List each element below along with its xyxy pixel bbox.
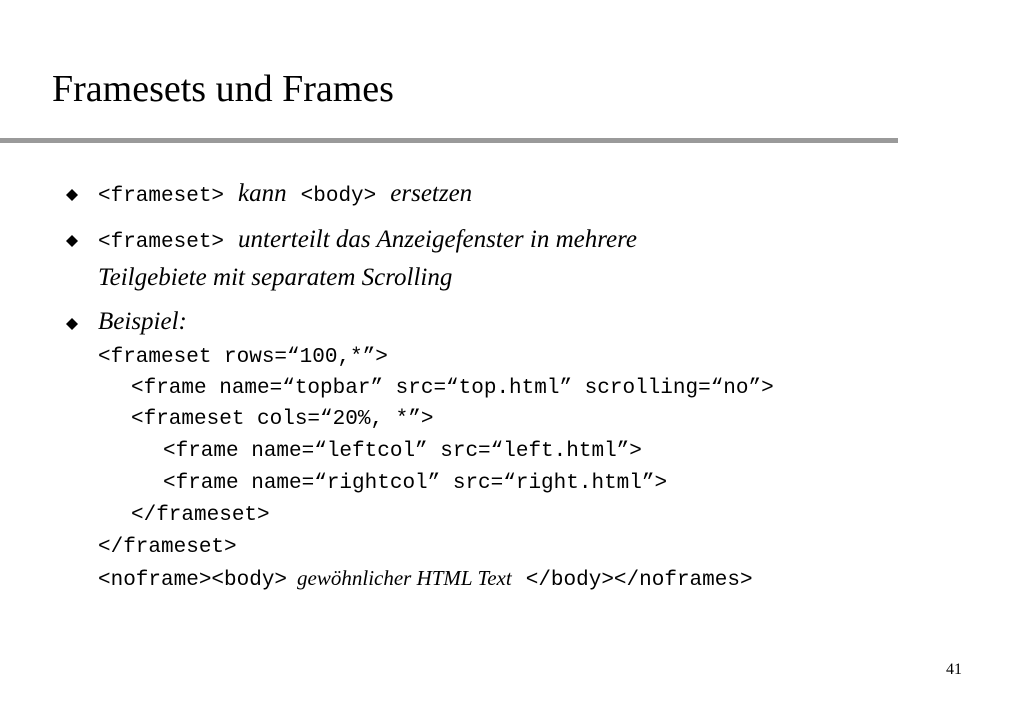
- bullet-1-code-body: <body>: [300, 185, 377, 208]
- bullet-1: <frameset> kann <body> ersetzen: [98, 180, 472, 208]
- code-line-3: <frameset cols=“20%, *”>: [131, 408, 434, 431]
- title-divider: [0, 138, 898, 143]
- bullet-2-text: unterteilt das Anzeigefenster in mehrere: [238, 226, 638, 253]
- page-number: 41: [946, 661, 962, 678]
- code-line-8: <noframe><body> gewöhnlicher HTML Text </b…: [98, 566, 753, 592]
- bullet-2-code-frameset: <frameset>: [98, 231, 225, 254]
- diamond-bullet-icon: [66, 189, 78, 201]
- bullet-2-continuation: Teilgebiete mit separatem Scrolling: [98, 264, 453, 291]
- code-line-1: <frameset rows=“100,*”>: [98, 346, 388, 369]
- bullet-3-label: Beispiel:: [98, 308, 187, 335]
- bullet-2: <frameset> unterteilt das Anzeigefenster …: [98, 226, 637, 254]
- diamond-bullet-icon: [66, 235, 78, 247]
- code-line-7: </frameset>: [98, 536, 237, 559]
- bullet-1-text-ersetzen: ersetzen: [390, 180, 473, 207]
- bullet-1-code-frameset: <frameset>: [98, 185, 225, 208]
- diamond-bullet-icon: [66, 318, 78, 330]
- code-line-4: <frame name=“leftcol” src=“left.html”>: [163, 440, 642, 463]
- code-line-8-code1: <noframe><body>: [98, 569, 288, 592]
- code-line-5: <frame name=“rightcol” src=“right.html”>: [163, 472, 668, 495]
- bullet-1-text-kann: kann: [238, 180, 287, 207]
- code-line-8-code2: </body></noframes>: [525, 569, 753, 592]
- code-line-2: <frame name=“topbar” src=“top.html” scro…: [131, 377, 774, 400]
- code-line-6: </frameset>: [131, 504, 270, 527]
- code-line-8-text: gewöhnlicher HTML Text: [297, 566, 512, 590]
- slide-title: Framesets und Frames: [52, 68, 394, 110]
